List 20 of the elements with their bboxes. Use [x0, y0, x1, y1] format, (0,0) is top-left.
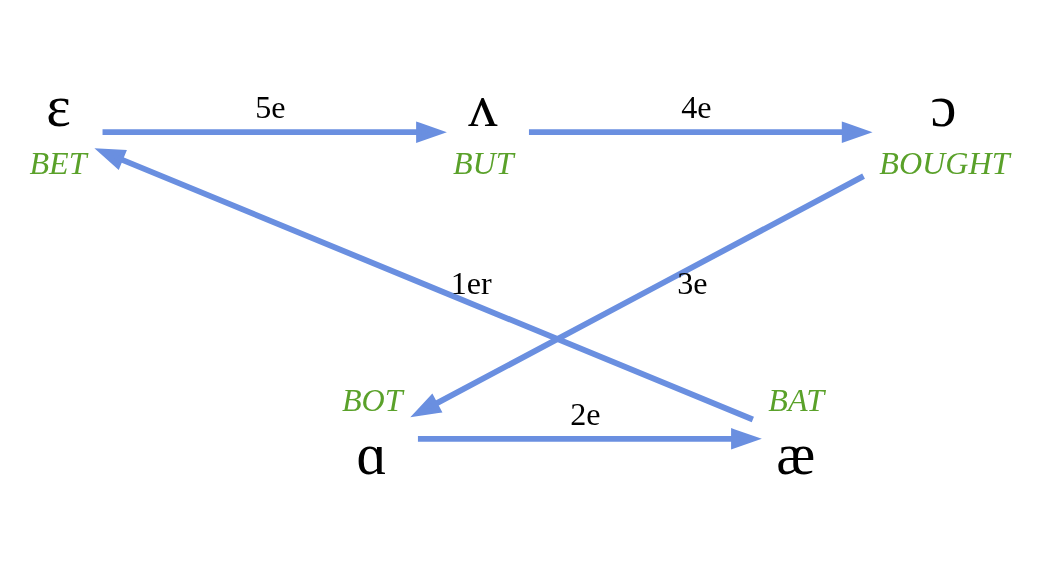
node-label: BET: [29, 144, 87, 181]
node-text: ɔ: [930, 74, 957, 140]
node-label: BOUGHT: [879, 144, 1010, 181]
arrow: [102, 121, 447, 143]
node-text: ɛ: [46, 74, 71, 140]
node-label: BAT: [768, 381, 825, 418]
arrow: [528, 121, 873, 143]
node-text: æ: [776, 421, 816, 487]
arrow: [417, 428, 762, 450]
node-label: BOT: [341, 381, 403, 418]
edge-label: 2e: [570, 396, 601, 433]
edge-label: 1er: [450, 264, 492, 301]
node-label: BUT: [452, 144, 514, 181]
edge-label: 3e: [677, 264, 708, 301]
arrow: [410, 173, 865, 418]
arrow: [94, 148, 754, 423]
edge-label: 4e: [681, 89, 712, 126]
node-text: ɑ: [356, 421, 388, 487]
edge-label: 5e: [255, 89, 286, 126]
node-text: ʌ: [468, 74, 498, 140]
